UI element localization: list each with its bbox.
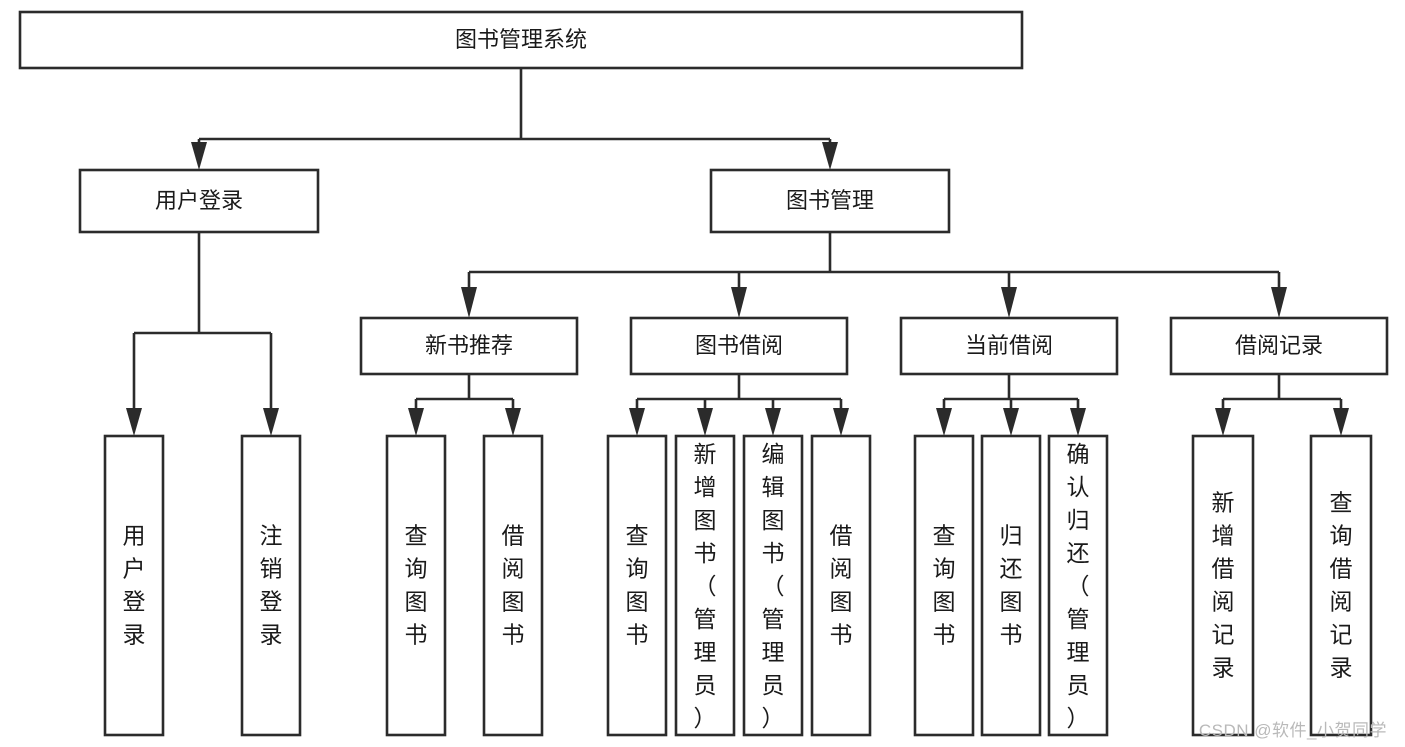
node-leaf-user-logout-box[interactable] (240, 434, 302, 737)
connector-group-borrow-record-to-leaves (1215, 374, 1349, 436)
connector-group-root-to-level2 (191, 68, 838, 170)
node-leaf-query-record-box[interactable] (1309, 434, 1373, 737)
node-current-borrow[interactable]: 当前借阅 (899, 316, 1119, 376)
node-user-login[interactable]: 用户登录 (78, 168, 320, 234)
arrow-to-leaf-return-book (1003, 408, 1019, 436)
node-leaf-return-book-label: 归还图书 (1000, 523, 1023, 648)
node-leaf-query-book-1[interactable]: 查询图书 (385, 434, 447, 737)
watermark: CSDN @软件_小贺同学 (1198, 721, 1387, 740)
node-leaf-query-record[interactable]: 查询借阅记录 (1309, 434, 1373, 737)
node-root-label: 图书管理系统 (455, 27, 587, 52)
node-root-box[interactable] (18, 10, 1024, 70)
node-leaf-add-book[interactable]: 新增图书（管理员） (674, 434, 736, 737)
arrow-to-leaf-user-login (126, 408, 142, 436)
node-leaf-query-book-2-box[interactable] (606, 434, 668, 737)
node-leaf-query-book-3-box[interactable] (913, 434, 975, 737)
arrow-to-leaf-edit-book (765, 408, 781, 436)
node-book-borrow-label: 图书借阅 (695, 333, 783, 358)
arrow-to-user-login (191, 142, 207, 170)
node-leaf-borrow-book-1[interactable]: 借阅图书 (482, 434, 544, 737)
node-leaf-borrow-book-2-label: 借阅图书 (830, 523, 853, 648)
node-leaf-borrow-book-2[interactable]: 借阅图书 (810, 434, 872, 737)
node-leaf-query-record-label: 查询借阅记录 (1330, 490, 1353, 681)
connector-group-user-login-to-leaves (126, 232, 279, 436)
node-user-login-label: 用户登录 (155, 188, 243, 213)
node-current-borrow-box[interactable] (899, 316, 1119, 376)
arrow-to-leaf-query-record (1333, 408, 1349, 436)
node-leaf-user-logout[interactable]: 注销登录 (240, 434, 302, 737)
node-book-manage[interactable]: 图书管理 (709, 168, 951, 234)
node-book-manage-box[interactable] (709, 168, 951, 234)
arrow-to-book-manage (822, 142, 838, 170)
arrow-to-borrow-record (1271, 287, 1287, 318)
node-leaf-add-book-box[interactable] (674, 434, 736, 737)
node-leaf-return-book-box[interactable] (980, 434, 1042, 737)
node-leaf-add-record[interactable]: 新增借阅记录 (1191, 434, 1255, 737)
arrow-to-leaf-query-book-1 (408, 408, 424, 436)
node-leaf-add-book-label: 新增图书（管理员） (694, 441, 717, 731)
arrow-to-leaf-user-logout (263, 408, 279, 436)
arrow-to-book-borrow (731, 287, 747, 318)
node-root[interactable]: 图书管理系统 (18, 10, 1024, 70)
arrow-to-new-book-recommend (461, 287, 477, 318)
arrow-to-leaf-add-record (1215, 408, 1231, 436)
node-borrow-record[interactable]: 借阅记录 (1169, 316, 1389, 376)
node-leaf-add-record-label: 新增借阅记录 (1212, 490, 1235, 681)
node-leaf-edit-book-label: 编辑图书（管理员） (762, 441, 785, 731)
node-book-manage-label: 图书管理 (786, 188, 874, 213)
arrow-to-leaf-add-book (697, 408, 713, 436)
node-borrow-record-box[interactable] (1169, 316, 1389, 376)
node-book-borrow[interactable]: 图书借阅 (629, 316, 849, 376)
node-leaf-query-book-3-label: 查询图书 (933, 523, 956, 648)
node-borrow-record-label: 借阅记录 (1235, 333, 1323, 358)
arrow-to-current-borrow (1001, 287, 1017, 318)
arrow-to-leaf-confirm-return (1070, 408, 1086, 436)
node-leaf-borrow-book-1-box[interactable] (482, 434, 544, 737)
arrow-to-leaf-borrow-book-1 (505, 408, 521, 436)
node-leaf-edit-book[interactable]: 编辑图书（管理员） (742, 434, 804, 737)
node-user-login-box[interactable] (78, 168, 320, 234)
connector-group-book-borrow-to-leaves (629, 374, 849, 436)
connector-group-current-borrow-to-leaves (936, 374, 1086, 436)
node-leaf-query-book-1-label: 查询图书 (405, 523, 428, 648)
node-leaf-user-login-label: 用户登录 (123, 523, 146, 648)
node-leaf-return-book[interactable]: 归还图书 (980, 434, 1042, 737)
node-book-borrow-box[interactable] (629, 316, 849, 376)
node-leaf-confirm-return[interactable]: 确认归还（管理员） (1047, 434, 1109, 737)
arrow-to-leaf-query-book-2 (629, 408, 645, 436)
node-leaf-query-book-2-label: 查询图书 (626, 523, 649, 648)
node-new-book-recommend[interactable]: 新书推荐 (359, 316, 579, 376)
node-leaf-borrow-book-2-box[interactable] (810, 434, 872, 737)
node-leaf-user-login-box[interactable] (103, 434, 165, 737)
node-new-book-recommend-label: 新书推荐 (425, 333, 513, 358)
arrow-to-leaf-query-book-3 (936, 408, 952, 436)
arrow-to-leaf-borrow-book-2 (833, 408, 849, 436)
connector-group-book-manage-to-level3 (461, 232, 1287, 318)
node-leaf-query-book-1-box[interactable] (385, 434, 447, 737)
node-leaf-user-login[interactable]: 用户登录 (103, 434, 165, 737)
node-leaf-borrow-book-1-label: 借阅图书 (502, 523, 525, 648)
node-leaf-query-book-3[interactable]: 查询图书 (913, 434, 975, 737)
node-current-borrow-label: 当前借阅 (965, 333, 1053, 358)
node-leaf-confirm-return-label: 确认归还（管理员） (1067, 441, 1090, 731)
node-leaf-user-logout-label: 注销登录 (260, 523, 283, 648)
node-leaf-add-record-box[interactable] (1191, 434, 1255, 737)
node-leaf-query-book-2[interactable]: 查询图书 (606, 434, 668, 737)
node-leaf-edit-book-box[interactable] (742, 434, 804, 737)
node-leaf-confirm-return-box[interactable] (1047, 434, 1109, 737)
connector-group-new-book-recommend-to-leaves (408, 374, 521, 436)
node-new-book-recommend-box[interactable] (359, 316, 579, 376)
